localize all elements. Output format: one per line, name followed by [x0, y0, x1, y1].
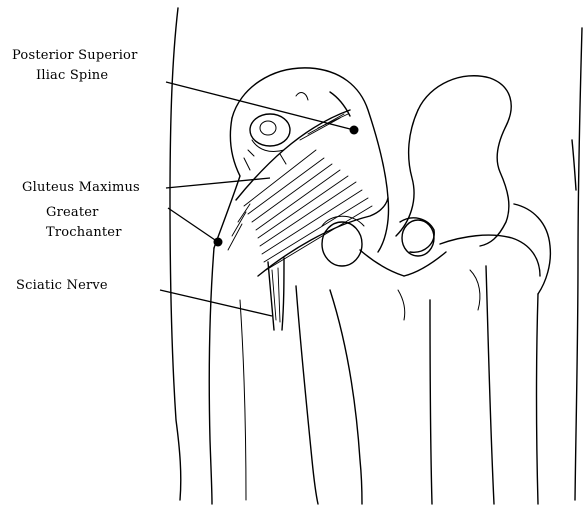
- gluteus-leader: [166, 178, 270, 188]
- sacral-foramen-outer: [250, 114, 290, 146]
- trochanter-leader: [168, 208, 218, 242]
- right-lesser-trochanter: [470, 270, 480, 310]
- sacral-foramen-inner: [260, 121, 276, 135]
- right-ilium-outline: [418, 76, 511, 246]
- inner-thigh-left: [330, 290, 362, 504]
- left-thigh-contour: [240, 300, 246, 500]
- right-greater-trochanter: [514, 204, 550, 294]
- right-obturator: [400, 218, 434, 252]
- left-body-contour: [170, 8, 181, 500]
- thigh-fold: [398, 290, 405, 320]
- left-ilium-outline: [232, 68, 389, 252]
- right-femoral-head: [402, 220, 434, 256]
- inner-thigh-right: [430, 300, 432, 504]
- right-edge-contour: [572, 140, 576, 190]
- gluteal-cleft-left: [360, 250, 404, 276]
- sciatic-nerve-right: [282, 258, 284, 330]
- gluteal-cleft-right: [404, 252, 446, 276]
- left-femur-outer: [209, 248, 214, 504]
- right-femur-outer: [537, 294, 539, 504]
- sciatic-label: Sciatic Nerve: [16, 279, 108, 293]
- sciatic-nerve-left: [268, 262, 274, 330]
- right-body-contour: [575, 28, 582, 500]
- sacrum-left-edge: [330, 92, 350, 116]
- right-femur-inner: [486, 266, 494, 504]
- left-femur-inner: [296, 286, 318, 504]
- left-femoral-head: [322, 222, 362, 266]
- psis-label-line1: Posterior Superior: [12, 49, 138, 63]
- psis-label-line2: Iliac Spine: [36, 69, 108, 83]
- right-ilium-inner: [396, 110, 418, 236]
- gluteus-label: Gluteus Maximus: [22, 181, 140, 195]
- sciatic-leader: [160, 290, 272, 316]
- trochanter-label-line2: Trochanter: [46, 226, 122, 240]
- trochanter-label-line1: Greater: [46, 206, 99, 220]
- psis-leader: [166, 82, 354, 130]
